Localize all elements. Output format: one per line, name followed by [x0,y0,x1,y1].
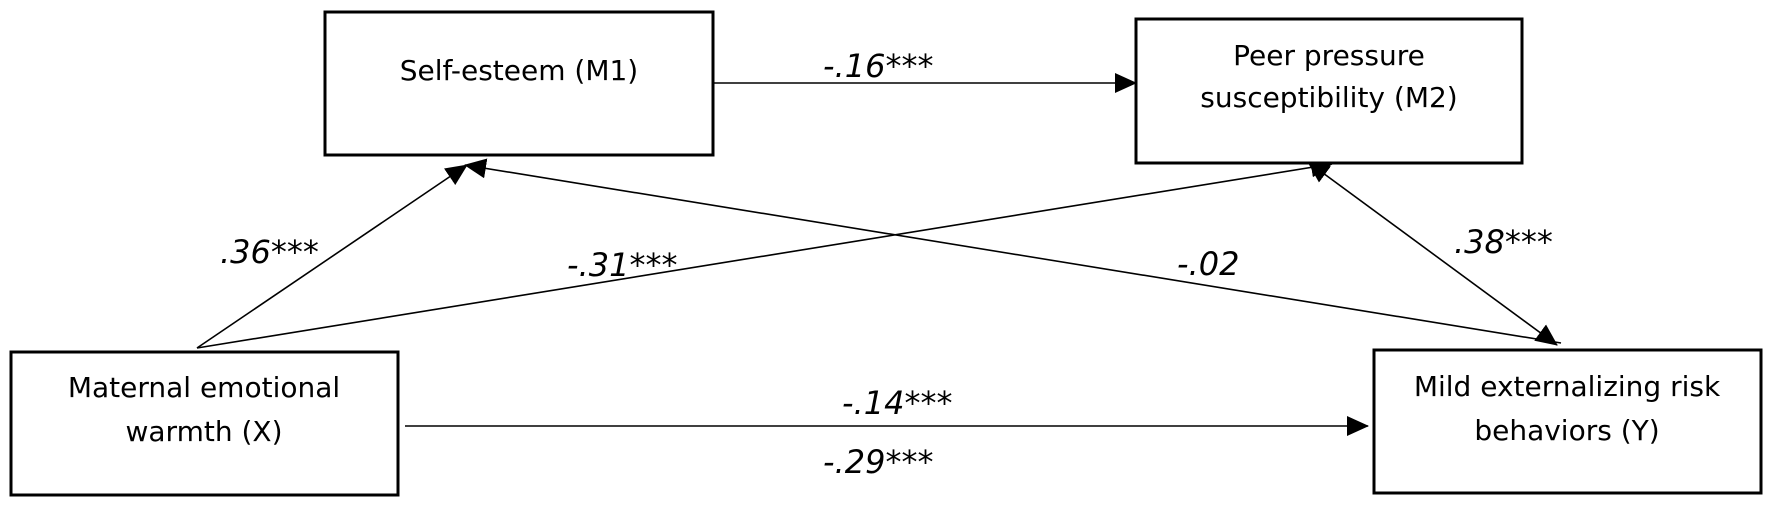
coef-m1-to-y: -.02 [1177,245,1239,283]
node-externalizing-behaviors: Mild externalizing risk behaviors (Y) [1372,348,1763,495]
coef-m1-to-m2: -.16*** [823,47,933,85]
node-peer-pressure: Peer pressure susceptibility (M2) [1134,17,1524,165]
coef-x-to-y-direct: -.14*** [842,384,952,422]
node-maternal-warmth: Maternal emotional warmth (X) [9,350,400,497]
path-m2-to-y-arrow [1307,161,1558,346]
node-maternal-warmth-label-line-1: Maternal emotional [68,371,340,404]
coef-x-to-y-total: -.29*** [823,443,933,481]
node-maternal-warmth-label-line-2: warmth (X) [125,415,282,448]
node-externalizing-behaviors-label-line-1: Mild externalizing risk [1414,370,1721,403]
path-x-to-m2-arrow [196,157,1333,349]
node-peer-pressure-label-line-2: susceptibility (M2) [1200,81,1457,114]
node-externalizing-behaviors-label-line-2: behaviors (Y) [1474,414,1659,447]
coef-x-to-m1: .36*** [220,233,319,271]
coef-x-to-m2: -.31*** [567,246,677,284]
coef-m2-to-y: .38*** [1454,223,1553,261]
path-x-to-m1-arrow [196,164,468,349]
node-self-esteem-label-line-1: Self-esteem (M1) [400,54,638,87]
node-peer-pressure-label-line-1: Peer pressure [1233,39,1425,72]
node-self-esteem: Self-esteem (M1) [323,10,715,157]
